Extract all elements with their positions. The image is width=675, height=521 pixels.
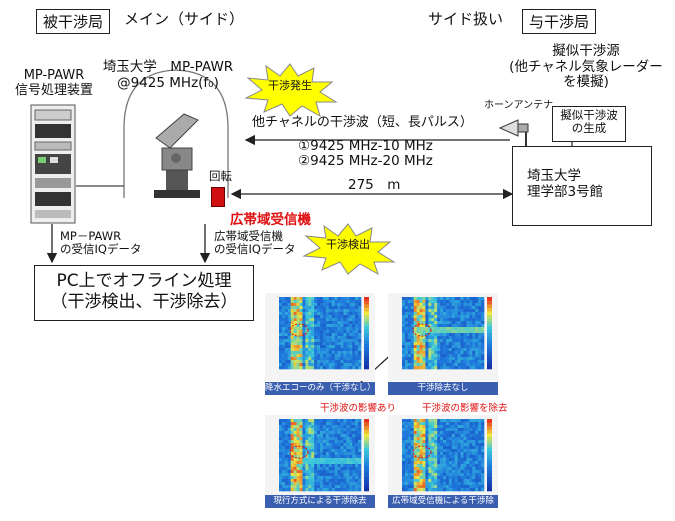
iq-left-line2: の受信IQデータ — [60, 242, 142, 257]
iq-right-label: 広帯域受信機 の受信IQデータ — [214, 229, 296, 257]
heatmap-no-removal — [388, 293, 498, 381]
building-label: 埼玉大学 理学部3号館 — [527, 168, 604, 200]
pseudo-generator-label: 擬似干渉波 の生成 — [553, 108, 625, 136]
radar-label-line1: 埼玉大学 MP-PAWR — [102, 59, 234, 75]
horn-antenna-icon — [498, 119, 529, 146]
mp-pawr-device-label-line1: MP-PAWR — [23, 68, 85, 83]
interference-wave-label: 他チャネルの干渉波（短、長パルス） — [252, 115, 473, 130]
radar-dome — [123, 69, 229, 198]
annotation-affected: 干渉波の影響あり — [320, 403, 397, 414]
heatmap-wideband-method — [388, 415, 498, 503]
signal-processor-rack-icon — [30, 104, 76, 224]
pc-offline-box: PC上でオフライン処理 （干渉検出、干渉除去） — [34, 265, 254, 321]
victim-subtitle: メイン（サイド） — [124, 10, 245, 28]
mp-pawr-device-label-line2: 信号処理装置 — [14, 82, 93, 98]
mp-pawr-device-label: MP-PAWR 信号処理装置 — [14, 68, 94, 99]
panel-current-method — [265, 415, 375, 503]
victim-station-box: 被干渉局 — [36, 9, 111, 34]
horn-antenna-label: ホーンアンテナ — [484, 100, 554, 111]
wideband-receiver-label: 広帯域受信機 — [230, 212, 311, 228]
iq-left-line1: MP－PAWR — [60, 229, 122, 243]
panel-wideband-method — [388, 415, 498, 503]
burst-occur-shape — [244, 63, 338, 118]
heatmap-precip-only — [265, 293, 375, 381]
building-line1: 埼玉大学 — [527, 168, 581, 184]
panel-precip-only — [265, 293, 375, 381]
interference-source-line3: を模擬) — [563, 74, 609, 91]
iq-right-line1: 広帯域受信機 — [214, 229, 283, 243]
interference-source-line2: (他チャネル気象レーダー — [509, 58, 663, 75]
freq1-label: ①9425 MHz-10 MHz — [298, 138, 433, 154]
pseudo-generator-line2: の生成 — [571, 121, 607, 136]
pc-offline-label: PC上でオフライン処理 （干渉検出、干渉除去） — [35, 271, 253, 314]
pc-offline-line2: （干渉検出、干渉除去） — [50, 292, 238, 313]
burst-detect-label: 干渉検出 — [326, 238, 370, 251]
radar-label: 埼玉大学 MP-PAWR @9425 MHz(f₀) — [88, 59, 248, 91]
wideband-receiver-box — [211, 187, 225, 207]
pseudo-generator-box: 擬似干渉波 の生成 — [552, 106, 626, 142]
interferer-station-box: 与干渉局 — [522, 9, 597, 34]
burst-occur-label: 干渉発生 — [268, 79, 312, 92]
caption-precip-only: 降水エコーのみ（干渉なし） — [265, 382, 376, 395]
annotation-removed: 干渉波の影響を除去 — [422, 403, 508, 414]
caption-wideband-method: 広帯域受信機による干渉除去 — [388, 495, 498, 519]
rotation-label: 回転 — [209, 169, 232, 183]
burst-detect-shape — [302, 223, 396, 276]
interferer-subtitle: サイド扱い — [428, 10, 504, 28]
building-box: 埼玉大学 理学部3号館 — [512, 146, 652, 226]
radar-label-line2: @9425 MHz(f₀) — [117, 74, 219, 91]
distance-label: 275 m — [348, 177, 401, 193]
panel-no-removal — [388, 293, 498, 381]
freq2-label: ②9425 MHz-20 MHz — [298, 153, 433, 169]
caption-current-method: 現行方式による干渉除去 — [265, 495, 375, 508]
radar-antenna-icon — [154, 113, 200, 198]
interference-source-line1: 擬似干渉源 — [552, 43, 620, 59]
interference-source-label: 擬似干渉源 (他チャネル気象レーダー を模擬) — [500, 43, 672, 91]
caption-no-removal: 干渉除去なし — [388, 382, 498, 395]
iq-left-label: MP－PAWR の受信IQデータ — [60, 229, 142, 257]
pc-offline-line1: PC上でオフライン処理 — [56, 271, 232, 291]
building-line2: 理学部3号館 — [527, 183, 604, 200]
heatmap-current-method — [265, 415, 375, 503]
pseudo-generator-line1: 擬似干渉波 — [560, 108, 618, 122]
iq-right-line2: の受信IQデータ — [214, 242, 296, 257]
